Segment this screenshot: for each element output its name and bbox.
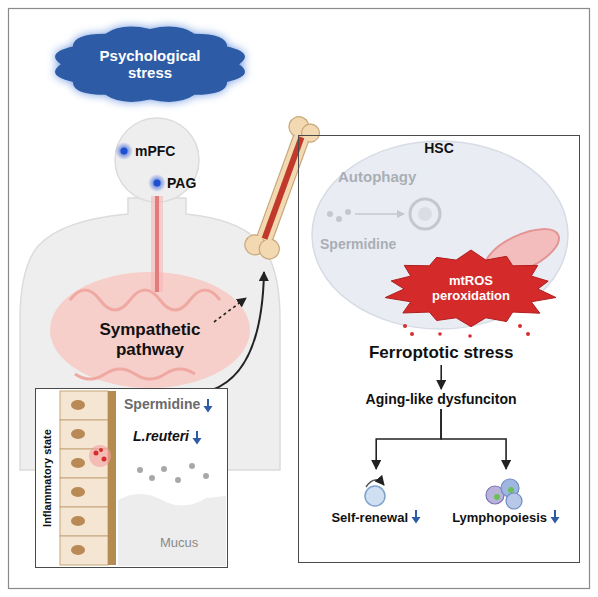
metabolite-label: Spermidine (320, 236, 396, 252)
bacterium-dot (94, 451, 99, 456)
cell-nucleus (71, 400, 85, 410)
brain-dot (121, 148, 128, 155)
node-title: Aging-like dysfunciton (366, 391, 517, 407)
spermidine-dot (203, 473, 209, 479)
mucus-label: Mucus (160, 536, 198, 551)
autophagosome (410, 199, 440, 229)
mtros-burst: mtROS peroxidation (383, 250, 559, 328)
epithelial-cell (60, 391, 108, 420)
decrease-arrow (203, 398, 213, 413)
brain-dot (154, 180, 161, 187)
inflammation-glow (89, 445, 111, 467)
lymphopoiesis-node: Lymphopoiesis (448, 469, 564, 527)
node-title: Psychological stress (91, 47, 209, 82)
down-arrow-stem (196, 431, 198, 439)
node-title: Ferroptotic stress (369, 343, 514, 363)
ros-particle (468, 334, 472, 338)
ros-particle (410, 332, 414, 336)
autophagy-arrow (355, 213, 404, 215)
ros-particle (438, 332, 442, 336)
epithelial-cell (60, 507, 108, 536)
spinal-cord (155, 196, 159, 292)
metabolite-label: Spermidine (124, 396, 200, 412)
ferroptotic-stress-node: Ferroptotic stress (363, 341, 520, 365)
brain-glow (115, 142, 133, 160)
node-title: HSC (299, 140, 579, 156)
decrease-arrow (192, 430, 202, 445)
down-arrow-stem (207, 399, 209, 407)
stem-cell-icon (365, 486, 385, 506)
down-arrow-head (204, 406, 213, 413)
spermidine-dot (149, 475, 155, 481)
outer-frame (9, 9, 590, 589)
sympathetic-dashed-arrow (214, 298, 246, 322)
down-arrow-head (412, 517, 421, 524)
epithelial-cell (60, 536, 108, 565)
cell-nucleus (71, 545, 85, 555)
human-head (115, 118, 199, 202)
spermidine-dot (161, 466, 167, 472)
cloud-outline (55, 26, 245, 101)
down-arrow-stem (415, 510, 417, 518)
mucus-layer (118, 494, 226, 566)
node-title: mtROS peroxidation (421, 274, 521, 304)
bacterium-dot (102, 457, 107, 462)
spermidine-dot (336, 216, 342, 222)
ros-particle (403, 324, 407, 328)
down-arrow-stem (554, 510, 556, 518)
decrease-arrow (550, 509, 560, 524)
burst-outline (385, 250, 556, 327)
bacterium-dot (99, 448, 103, 452)
flow-connector (376, 409, 441, 469)
spermidine-dot (137, 467, 143, 473)
cell-nucleus (71, 458, 85, 468)
aging-dysfunction-node: Aging-like dysfunciton (360, 389, 523, 409)
spermidine-dot (189, 463, 195, 469)
stress-cloud: Psychological stress (51, 25, 249, 104)
autophagosome-core (418, 207, 432, 221)
intestine-coil (75, 369, 195, 379)
hsc-cell (312, 141, 568, 329)
brain-region-label: PAG (167, 175, 196, 191)
self-renewal-node: Self-renewal (327, 469, 425, 527)
flow-connector (440, 365, 442, 389)
cell-nucleus (71, 516, 85, 526)
autophagy-label: Autophagy (338, 168, 416, 185)
ros-particle (526, 332, 530, 336)
inset-ground (35, 388, 228, 568)
lymphocyte-dot (494, 494, 500, 500)
bone-shaft-fill (258, 134, 309, 242)
spermidine-dot (327, 211, 333, 217)
brain-region-label: mPFC (135, 143, 175, 159)
down-arrow-head (551, 517, 560, 524)
node-title: Lymphopoiesis (452, 510, 547, 525)
lymphocyte-icon (506, 493, 522, 509)
spinal-cord-glow (151, 196, 163, 292)
microvilli (108, 391, 116, 565)
ros-particle (518, 324, 522, 328)
gut-inset-box: Inflammatory state (35, 388, 228, 568)
lymphocyte-dot (508, 487, 514, 493)
epithelial-cell (60, 420, 108, 449)
hsc-panel: HSCmtROS peroxidationFerroptotic stressA… (298, 135, 580, 563)
decrease-arrow (411, 509, 421, 524)
bacteria-label: L.reuteri (133, 428, 189, 444)
gut-region (50, 272, 250, 388)
self-renewal-loop (366, 480, 384, 487)
cell-nucleus (71, 429, 85, 439)
flow-connector (441, 409, 506, 469)
bone-shaft (255, 129, 311, 247)
epithelial-cell (60, 478, 108, 507)
sympathetic-arrow (212, 272, 264, 390)
node-title: Inflammatory state (41, 429, 53, 527)
down-arrow-head (193, 438, 202, 445)
intestine-coil (70, 290, 220, 310)
spermidine-dot (175, 477, 181, 483)
cell-nucleus (71, 487, 85, 497)
brain-glow (148, 174, 166, 192)
node-title: Self-renewal (331, 510, 408, 525)
spermidine-dot (345, 209, 351, 215)
pathway-label: Sympathetic pathway (88, 320, 213, 359)
